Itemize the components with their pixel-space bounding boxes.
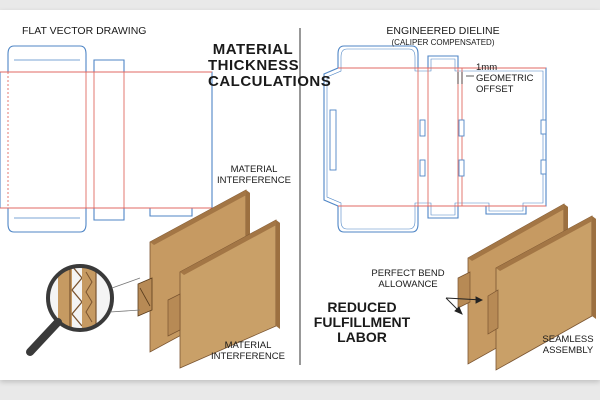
seamless-line2: ASSEMBLY <box>542 345 594 356</box>
left-cardboard-front <box>167 219 280 369</box>
left-heading-line1: MATERIAL <box>212 41 294 58</box>
diagram-artwork <box>0 28 596 371</box>
callout-top-line1: MATERIAL <box>230 164 278 175</box>
callout-material-interference-bottom: MATERIAL INTERFERENCE <box>206 340 290 362</box>
callout-bottom-line1: MATERIAL <box>224 340 272 351</box>
right-heading: REDUCED FULFILLMENT LABOR <box>310 300 414 345</box>
right-panel-subtitle: (CALIPER COMPENSATED) <box>391 38 495 47</box>
magnifier-icon <box>26 264 141 356</box>
diagram-card: FLAT VECTOR DRAWING MATERIAL THICKNESS C… <box>0 10 600 380</box>
offset-line2: GEOMETRIC <box>476 73 534 84</box>
bend-arrows <box>445 296 484 315</box>
flat-dieline <box>0 45 213 233</box>
right-panel-title: ENGINEERED DIELINE <box>386 25 500 37</box>
seamless-assembly-label: SEAMLESS ASSEMBLY <box>538 334 598 356</box>
engineered-dieline <box>323 45 547 233</box>
offset-line3: OFFSET <box>476 84 514 95</box>
bend-line1: PERFECT BEND <box>371 268 445 279</box>
left-heading: MATERIAL THICKNESS CALCULATIONS <box>208 41 332 90</box>
bend-allowance-label: PERFECT BEND ALLOWANCE <box>368 268 448 290</box>
engineered-slots <box>329 109 547 177</box>
interference-notch <box>137 277 153 317</box>
left-heading-line2: THICKNESS <box>208 57 300 74</box>
offset-line1: 1mm <box>476 62 498 73</box>
callout-bottom-line2: INTERFERENCE <box>211 351 285 362</box>
bend-line2: ALLOWANCE <box>378 279 438 290</box>
engineered-fold-lines <box>338 67 546 207</box>
offset-marker <box>457 72 474 84</box>
flat-dieline-details <box>14 59 80 219</box>
callout-material-interference-top: MATERIAL INTERFERENCE <box>214 164 294 186</box>
left-panel-title: FLAT VECTOR DRAWING <box>22 25 147 37</box>
left-heading-line3: CALCULATIONS <box>208 73 332 90</box>
seamless-line1: SEAMLESS <box>542 334 594 345</box>
callout-top-line2: INTERFERENCE <box>217 175 291 186</box>
flat-fold-lines <box>0 71 212 209</box>
right-heading-line1: REDUCED <box>327 299 397 315</box>
offset-label: 1mm GEOMETRIC OFFSET <box>476 62 534 95</box>
right-heading-line3: LABOR <box>337 329 387 345</box>
right-heading-line2: FULFILLMENT <box>313 314 411 330</box>
